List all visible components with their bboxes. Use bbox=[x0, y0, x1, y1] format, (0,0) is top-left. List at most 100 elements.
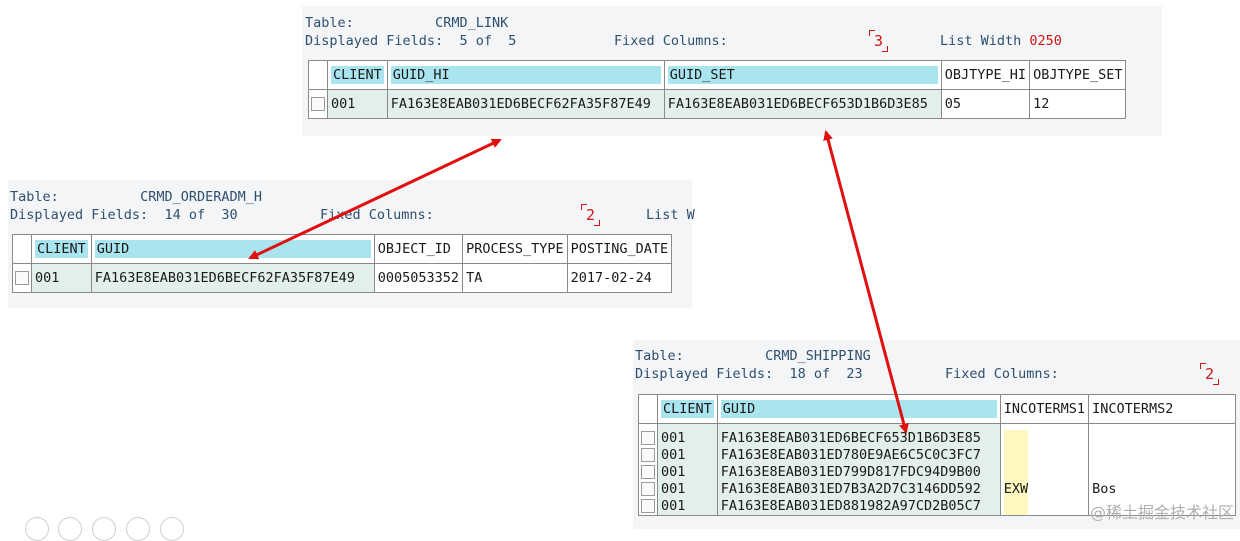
table-name: CRMD_LINK bbox=[435, 15, 509, 31]
circle-icon bbox=[92, 517, 116, 541]
row-selectors[interactable] bbox=[638, 423, 658, 516]
cell-guid[interactable]: FA163E8EAB031ED6BECF653D1B6D3E85 bbox=[720, 430, 981, 446]
fields-label: Displayed Fields: bbox=[10, 207, 149, 223]
column-header[interactable]: INCOTERMS1 bbox=[999, 394, 1090, 424]
crmd-link-panel: Table: CRMD_LINK Displayed Fields: 5 of … bbox=[302, 6, 1162, 136]
cell-guid[interactable]: FA163E8EAB031ED799D817FDC94D9B00 bbox=[720, 464, 981, 480]
cell-client[interactable]: 001 bbox=[661, 447, 686, 463]
cell-client[interactable]: 001 bbox=[327, 89, 388, 119]
cell-posting-date[interactable]: 2017-02-24 bbox=[566, 263, 673, 293]
circle-icon bbox=[126, 517, 150, 541]
fields-label: Displayed Fields: bbox=[635, 366, 774, 382]
checkbox[interactable] bbox=[641, 482, 655, 496]
cell-incoterms1[interactable] bbox=[1003, 498, 1028, 515]
checkbox[interactable] bbox=[641, 465, 655, 479]
link-table-line: Table: CRMD_LINK bbox=[305, 15, 508, 31]
orderadm-fixed-columns-label: Fixed Columns: bbox=[320, 207, 434, 223]
cell-guid[interactable]: FA163E8EAB031ED7B3A2D7C3146DD592 bbox=[720, 481, 981, 497]
table-header-row: CLIENT GUID_HI GUID_SET OBJTYPE_HI OBJTY… bbox=[308, 60, 1127, 90]
checkbox[interactable] bbox=[15, 271, 29, 285]
table-body-row[interactable]: 001 001 001 001 001 FA163E8EAB031ED6BECF… bbox=[638, 423, 1237, 516]
checkbox[interactable] bbox=[641, 431, 655, 445]
cell-incoterms1[interactable] bbox=[1003, 447, 1028, 464]
cell-incoterms1[interactable]: EXW bbox=[1003, 481, 1029, 498]
column-header[interactable]: GUID bbox=[90, 234, 375, 264]
cell-guid-hi[interactable]: FA163E8EAB031ED6BECF62FA35F87E49 bbox=[386, 89, 665, 119]
checkbox[interactable] bbox=[311, 97, 325, 111]
column-header[interactable]: POSTING_DATE bbox=[566, 234, 673, 264]
width-label: List Width bbox=[940, 33, 1022, 49]
shipping-table: CLIENT GUID INCOTERMS1 INCOTERMS2 001 00… bbox=[638, 394, 1237, 516]
table-row[interactable]: 001 FA163E8EAB031ED6BECF62FA35F87E49 000… bbox=[12, 263, 673, 293]
cell-incoterms1[interactable] bbox=[1003, 430, 1028, 447]
link-table: CLIENT GUID_HI GUID_SET OBJTYPE_HI OBJTY… bbox=[308, 60, 1127, 119]
shipping-fixed-columns-label: Fixed Columns: bbox=[945, 366, 1059, 382]
shipping-fields-line: Displayed Fields: 18 of 23 bbox=[635, 366, 863, 382]
table-label: Table: bbox=[10, 189, 59, 205]
circle-icon bbox=[160, 517, 184, 541]
cell-guid[interactable]: FA163E8EAB031ED881982A97CD2B05C7 bbox=[720, 498, 981, 514]
fields-total: 23 bbox=[846, 366, 863, 382]
cell-incoterms2[interactable]: Bos bbox=[1092, 481, 1117, 497]
cell-guid[interactable]: FA163E8EAB031ED6BECF62FA35F87E49 bbox=[90, 263, 375, 293]
width-value[interactable]: 0250 bbox=[1029, 33, 1062, 49]
column-header[interactable]: INCOTERMS2 bbox=[1088, 394, 1237, 424]
select-all-cell[interactable] bbox=[638, 394, 658, 424]
shipping-table-line: Table: CRMD_SHIPPING bbox=[635, 348, 871, 364]
link-fields-line: Displayed Fields: 5 of 5 bbox=[305, 33, 516, 49]
orderadm-table-line: Table: CRMD_ORDERADM_H bbox=[10, 189, 262, 205]
cell-incoterms2[interactable] bbox=[1092, 430, 1232, 447]
checkbox[interactable] bbox=[641, 448, 655, 462]
column-header[interactable]: CLIENT bbox=[657, 394, 718, 424]
fields-total: 30 bbox=[221, 207, 238, 223]
link-fixed-columns-input[interactable]: 3 bbox=[868, 30, 889, 52]
column-header[interactable]: GUID bbox=[716, 394, 1001, 424]
table-row[interactable]: 001 FA163E8EAB031ED6BECF62FA35F87E49 FA1… bbox=[308, 89, 1127, 119]
client-column-cells: 001 001 001 001 001 bbox=[657, 423, 718, 516]
circle-icon bbox=[58, 517, 82, 541]
select-all-cell[interactable] bbox=[12, 234, 32, 264]
cell-object-id[interactable]: 0005053352 bbox=[373, 263, 464, 293]
cell-incoterms2[interactable] bbox=[1092, 464, 1232, 481]
of-label: of bbox=[188, 207, 206, 223]
select-all-cell[interactable] bbox=[308, 60, 328, 90]
cell-objtype-set[interactable]: 12 bbox=[1029, 89, 1127, 119]
cell-client[interactable]: 001 bbox=[661, 498, 686, 514]
checkbox[interactable] bbox=[641, 499, 655, 513]
table-label: Table: bbox=[305, 15, 354, 31]
table-label: Table: bbox=[635, 348, 684, 364]
incoterms1-column-cells: EXW bbox=[999, 423, 1090, 516]
cell-client[interactable]: 001 bbox=[661, 481, 686, 497]
row-selector[interactable] bbox=[308, 89, 328, 119]
incoterms2-column-cells: Bos bbox=[1088, 423, 1237, 516]
orderadm-table: CLIENT GUID OBJECT_ID PROCESS_TYPE POSTI… bbox=[12, 234, 673, 293]
table-name: CRMD_SHIPPING bbox=[765, 348, 871, 364]
column-header[interactable]: OBJTYPE_HI bbox=[940, 60, 1031, 90]
column-header[interactable]: PROCESS_TYPE bbox=[462, 234, 568, 264]
orderadm-fixed-columns-input[interactable]: 2 bbox=[580, 204, 601, 226]
link-list-width: List Width 0250 bbox=[940, 33, 1062, 49]
column-header[interactable]: GUID_HI bbox=[386, 60, 665, 90]
watermark: @稀土掘金技术社区 bbox=[1089, 503, 1234, 522]
cell-process-type[interactable]: TA bbox=[462, 263, 568, 293]
orderadm-list-width-label: List W bbox=[646, 207, 695, 223]
cell-incoterms2[interactable] bbox=[1092, 447, 1232, 464]
cell-guid-set[interactable]: FA163E8EAB031ED6BECF653D1B6D3E85 bbox=[663, 89, 942, 119]
cell-client[interactable]: 001 bbox=[661, 430, 686, 446]
cell-guid[interactable]: FA163E8EAB031ED780E9AE6C5C0C3FC7 bbox=[720, 447, 981, 463]
column-header[interactable]: OBJECT_ID bbox=[373, 234, 464, 264]
fields-shown: 14 bbox=[164, 207, 181, 223]
cell-client[interactable]: 001 bbox=[661, 464, 686, 480]
column-header[interactable]: CLIENT bbox=[31, 234, 92, 264]
circle-icon bbox=[25, 517, 49, 541]
column-header[interactable]: CLIENT bbox=[327, 60, 388, 90]
column-header[interactable]: OBJTYPE_SET bbox=[1029, 60, 1127, 90]
fields-total: 5 bbox=[508, 33, 517, 49]
fields-shown: 5 bbox=[459, 33, 468, 49]
cell-objtype-hi[interactable]: 05 bbox=[940, 89, 1031, 119]
cell-client[interactable]: 001 bbox=[31, 263, 92, 293]
column-header[interactable]: GUID_SET bbox=[663, 60, 942, 90]
row-selector[interactable] bbox=[12, 263, 32, 293]
shipping-fixed-columns-input[interactable]: 2 bbox=[1199, 363, 1220, 385]
cell-incoterms1[interactable] bbox=[1003, 464, 1028, 481]
